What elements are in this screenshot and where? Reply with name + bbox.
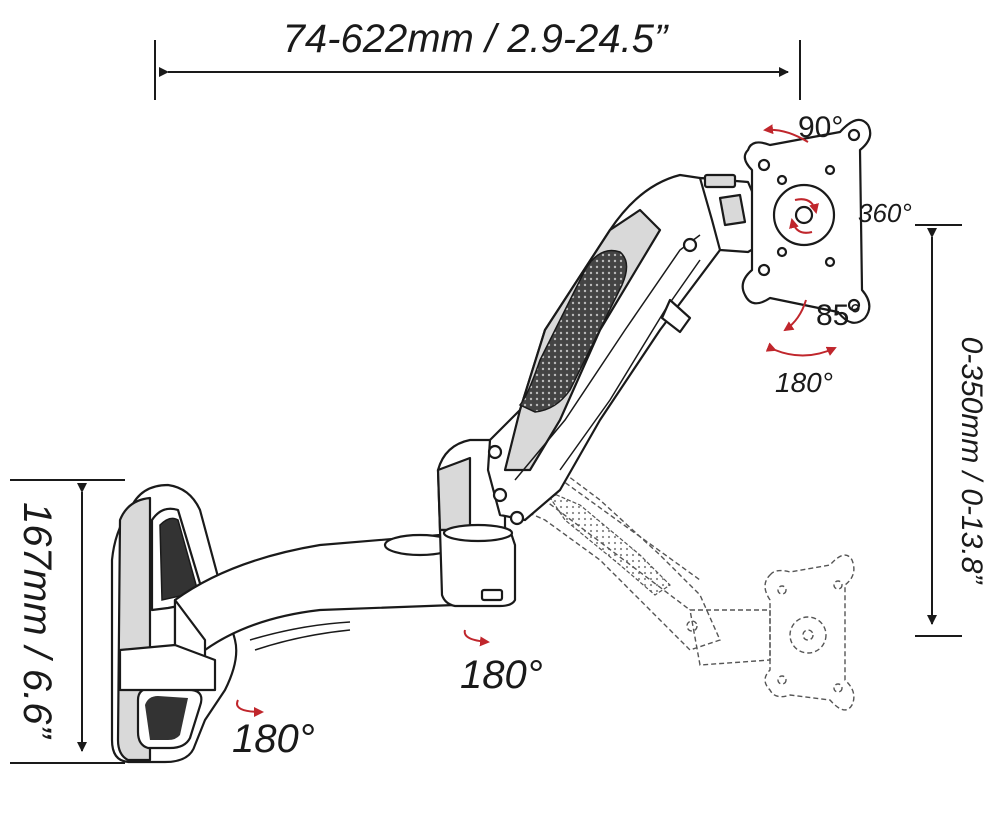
rotate-arrow-top-icon [794, 198, 819, 214]
top-dimension: 74-622mm / 2.9-24.5” [154, 17, 801, 100]
swivel-arm-arrow-icon [463, 629, 490, 647]
rotate-label: 360° [858, 198, 912, 228]
swivel-base-arrow-icon [236, 699, 264, 717]
swivel-head-arrow-icon [765, 342, 837, 357]
swivel-base-label: 180° [232, 717, 315, 761]
vesa-plate [741, 118, 872, 324]
tilt-down-label: 85° [816, 299, 861, 332]
swivel-arm-label: 180° [460, 653, 543, 697]
lowered-arm-ghost [499, 438, 855, 711]
right-dimension-label: 0-350mm / 0-13.8” [955, 337, 988, 586]
rotation-arrows [236, 124, 837, 717]
tilt-down-arrow-icon [783, 299, 807, 332]
left-dimension: 167mm / 6.6” [10, 479, 125, 764]
left-dimension-label: 167mm / 6.6” [15, 502, 59, 739]
wall-plate [110, 483, 238, 764]
rotate-arrow-bottom-icon [789, 218, 813, 234]
swivel-head-label: 180° [775, 367, 833, 398]
top-dimension-label: 74-622mm / 2.9-24.5” [283, 17, 669, 61]
tilt-label: 90° [798, 111, 843, 144]
lower-arm [118, 533, 457, 692]
upper-arm [486, 173, 762, 526]
right-dimension: 0-350mm / 0-13.8” [915, 224, 988, 637]
tilt-arrow-icon [763, 124, 809, 143]
